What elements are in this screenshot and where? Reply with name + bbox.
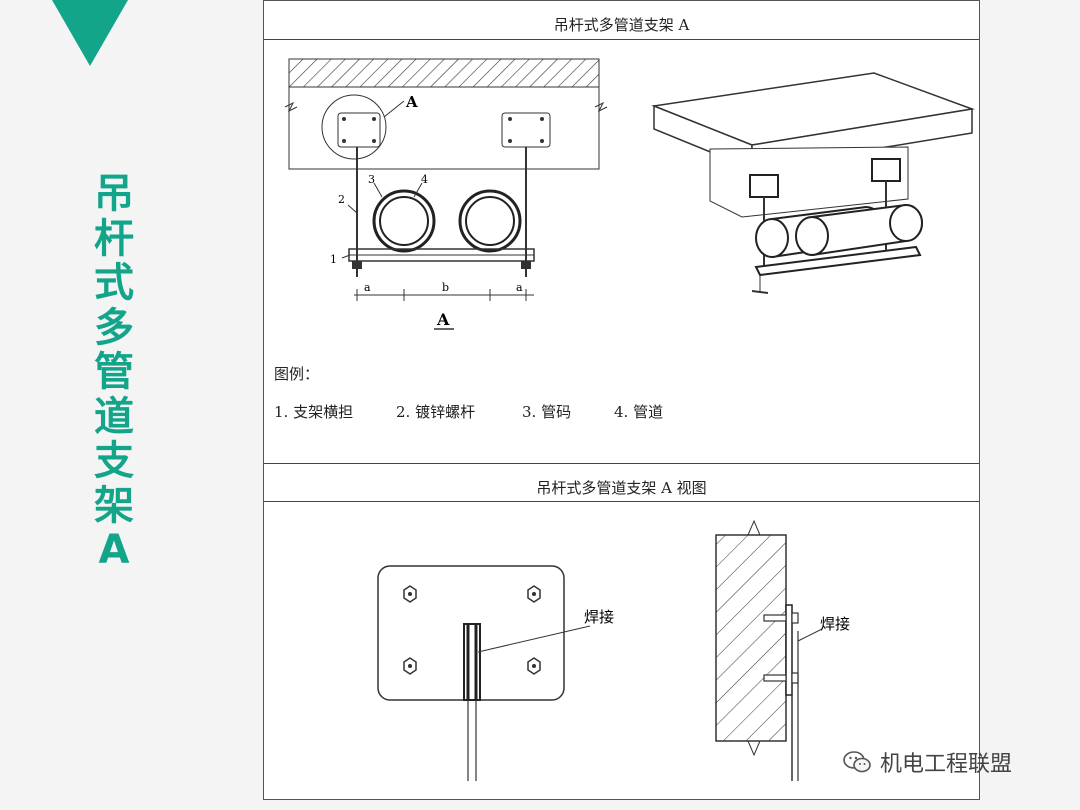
isometric-drawing [651,72,975,294]
callout-leader-4 [413,182,423,198]
legend-item: 1. 支架横担 [274,403,354,421]
rod-slot [463,623,481,701]
weld-label-side: 焊接 [820,615,850,633]
legend-item: 4. 管道 [614,403,664,421]
side-vertical-title: 吊 杆 式 多 管 道 支 架 A [92,172,136,573]
callout-4: 4 [421,173,428,186]
detail-circle [321,94,387,160]
side-title-char: 式 [94,260,134,306]
break-mark-top [747,519,761,536]
side-plate [785,604,793,696]
top-panel-title: 吊杆式多管道支架 A [553,16,690,34]
title-divider [264,501,979,502]
callout-leader-3 [373,182,383,198]
detail-leader [383,100,405,118]
ceiling-slab-hatch [288,58,600,88]
callout-3: 3 [368,173,375,186]
break-mark-left [284,101,298,113]
weld-label-front: 焊接 [584,608,614,626]
dim-a-left: a [364,281,371,294]
side-title-char: 管 [94,349,134,395]
break-mark-bottom [747,740,761,757]
ceiling-beam-outline [288,87,600,170]
pipe-right [458,189,522,253]
callout-leader-2 [347,204,358,214]
dim-a-right: a [516,281,523,294]
plate-front-view: 焊接 [377,565,614,781]
watermark-text: 机电工程联盟 [880,752,1013,777]
callout-1: 1 [330,253,337,266]
side-title-char: 杆 [94,215,134,262]
decorative-triangle [52,0,128,66]
side-title-char: 支 [94,438,134,484]
side-title-char: 架 [94,482,134,529]
side-title-char: A [98,527,130,573]
legend-heading: 图例： [274,365,320,383]
section-label: A [436,310,450,329]
drawing-sheet: 吊杆式多管道支架 A A [263,0,980,800]
weld-leader-front [477,625,591,653]
dim-b: b [442,281,449,294]
beam-front [709,146,909,218]
iso-cross-arm [754,245,922,277]
side-title-char: 多 [94,304,134,351]
pipe-left [372,189,436,253]
legend-item: 3. 管码 [522,403,572,421]
anchor-plate-left [337,112,381,148]
watermark: 机电工程联盟 [842,746,1012,778]
side-title-char: 道 [94,393,134,440]
bottom-panel-title: 吊杆式多管道支架 A 视图 [536,479,707,497]
anchor-bolt [763,612,799,684]
break-mark-right [594,101,608,113]
iso-plate-left [749,174,779,198]
front-elevation-drawing: A 1 2 3 4 a [284,58,608,330]
panel-divider [264,463,979,464]
callout-leader-1 [341,254,351,259]
weld-leader-side [797,628,823,642]
legend-item: 2. 镀锌螺杆 [396,403,476,421]
iso-plate-right [871,158,901,182]
wall-section-view: 焊接 [715,519,850,781]
callout-2: 2 [338,193,345,206]
title-divider [264,39,979,40]
concrete-wall-section [715,534,787,742]
wechat-icon [843,751,871,773]
detail-marker: A [405,93,418,111]
side-title-char: 吊 [94,171,134,217]
